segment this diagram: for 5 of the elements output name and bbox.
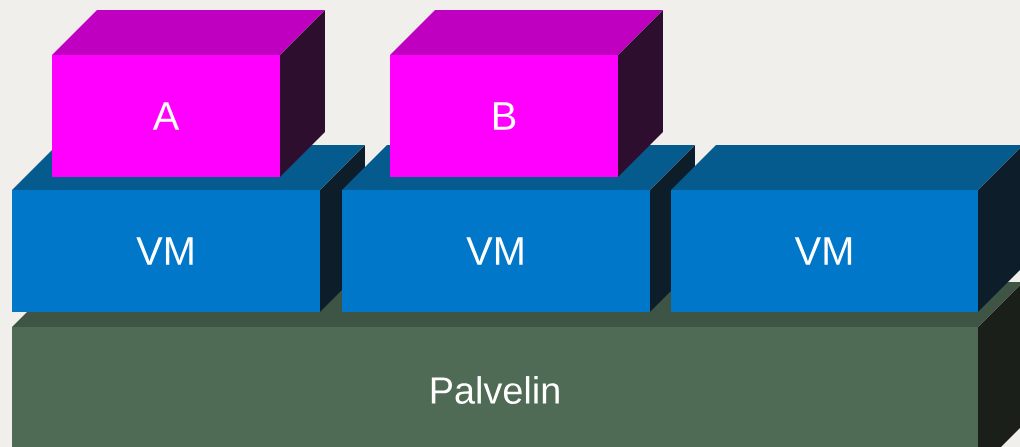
block: A — [52, 10, 325, 177]
block: B — [390, 10, 663, 177]
node-label: VM — [466, 237, 523, 265]
block: VM — [671, 145, 1020, 312]
node-label: VM — [136, 237, 193, 265]
